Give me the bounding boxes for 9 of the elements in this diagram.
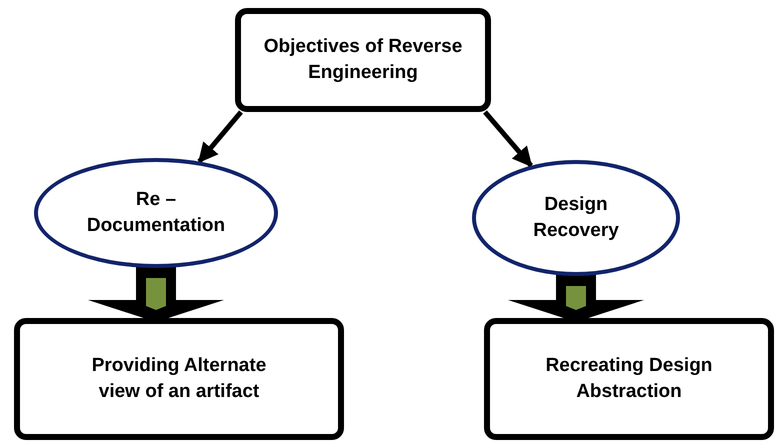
- node-label: Providing Alternate view of an artifact: [90, 354, 268, 404]
- process-box: [235, 8, 491, 112]
- process-box: [14, 318, 344, 440]
- node-label: Recreating Design Abstraction: [544, 354, 714, 404]
- process-box: [484, 318, 774, 440]
- node-label: Re – Documentation: [86, 188, 226, 238]
- node-label: Objectives of Reverse Engineering: [262, 35, 464, 85]
- arrow: [483, 110, 533, 168]
- node-label: Design Recovery: [532, 193, 620, 243]
